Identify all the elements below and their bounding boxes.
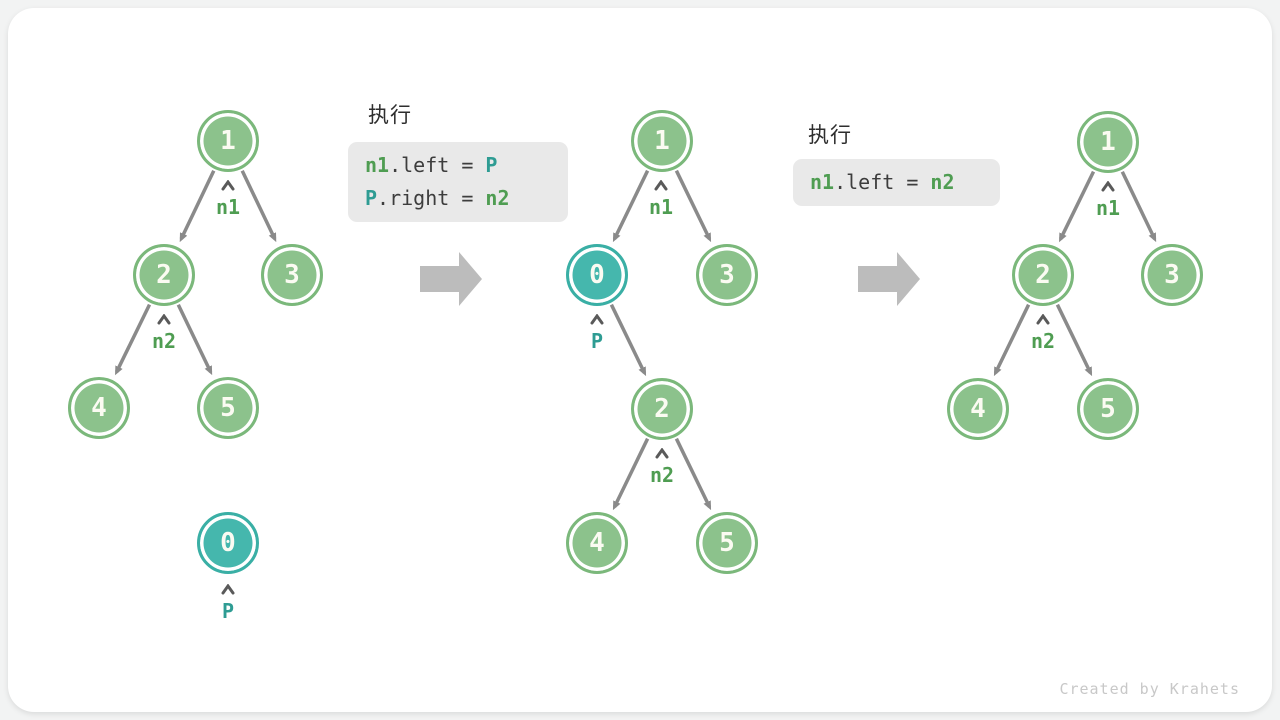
exec-label: 执行 xyxy=(368,104,412,127)
code-line: n1.left = n2 xyxy=(810,166,983,199)
caret-up-icon xyxy=(1036,314,1050,325)
pointer-P: P xyxy=(557,314,637,352)
pointer-label-text: n2 xyxy=(151,329,177,353)
tree-node-1: 1 xyxy=(631,110,693,172)
caret-up-icon xyxy=(590,314,604,325)
caret-up-icon xyxy=(221,180,235,191)
pointer-n1: n1 xyxy=(1068,181,1148,219)
caret-up-icon xyxy=(1101,181,1115,192)
tree-node-1: 1 xyxy=(197,110,259,172)
code-token: n1 xyxy=(365,153,390,177)
code-token: .right = xyxy=(377,186,486,210)
tree-node-5: 5 xyxy=(1077,378,1139,440)
tree-node-2: 2 xyxy=(631,378,693,440)
code-line: n1.left = P xyxy=(365,149,551,182)
tree-node-5: 5 xyxy=(696,512,758,574)
tree-node-3: 3 xyxy=(1141,244,1203,306)
caret-up-icon xyxy=(655,448,669,459)
tree-node-2: 2 xyxy=(133,244,195,306)
tree-node-0: 0 xyxy=(197,512,259,574)
exec-label: 执行 xyxy=(808,124,852,147)
tree-node-1: 1 xyxy=(1077,111,1139,173)
pointer-n2: n2 xyxy=(124,314,204,352)
pointer-label-text: n2 xyxy=(649,463,675,487)
tree-node-4: 4 xyxy=(566,512,628,574)
tree-node-0: 0 xyxy=(566,244,628,306)
pointer-label-text: n1 xyxy=(1095,196,1121,220)
pointer-n2: n2 xyxy=(622,448,702,486)
tree-node-3: 3 xyxy=(261,244,323,306)
code-token: n1 xyxy=(810,170,835,194)
code-token: n2 xyxy=(930,170,955,194)
tree-node-4: 4 xyxy=(947,378,1009,440)
pointer-n2: n2 xyxy=(1003,314,1083,352)
tree-node-3: 3 xyxy=(696,244,758,306)
caret-up-icon xyxy=(157,314,171,325)
code-token: n2 xyxy=(485,186,510,210)
tree-node-4: 4 xyxy=(68,377,130,439)
tree-node-2: 2 xyxy=(1012,244,1074,306)
pointer-P: P xyxy=(188,584,268,622)
tree-node-5: 5 xyxy=(197,377,259,439)
code-line: P.right = n2 xyxy=(365,182,551,215)
code-token: .left = xyxy=(834,170,931,194)
pointer-label-text: n1 xyxy=(648,195,674,219)
watermark-credit: Created by Krahets xyxy=(1059,680,1240,698)
pointer-n1: n1 xyxy=(188,180,268,218)
caret-up-icon xyxy=(654,180,668,191)
pointer-label-text: P xyxy=(590,329,604,353)
code-token: P xyxy=(365,186,378,210)
pointer-label-text: n2 xyxy=(1030,329,1056,353)
pointer-label-text: n1 xyxy=(215,195,241,219)
caret-up-icon xyxy=(221,584,235,595)
code-box-2: n1.left = n2 xyxy=(793,159,1000,206)
code-token: P xyxy=(485,153,498,177)
code-token: .left = xyxy=(389,153,486,177)
pointer-label-text: P xyxy=(221,599,235,623)
pointer-n1: n1 xyxy=(621,180,701,218)
